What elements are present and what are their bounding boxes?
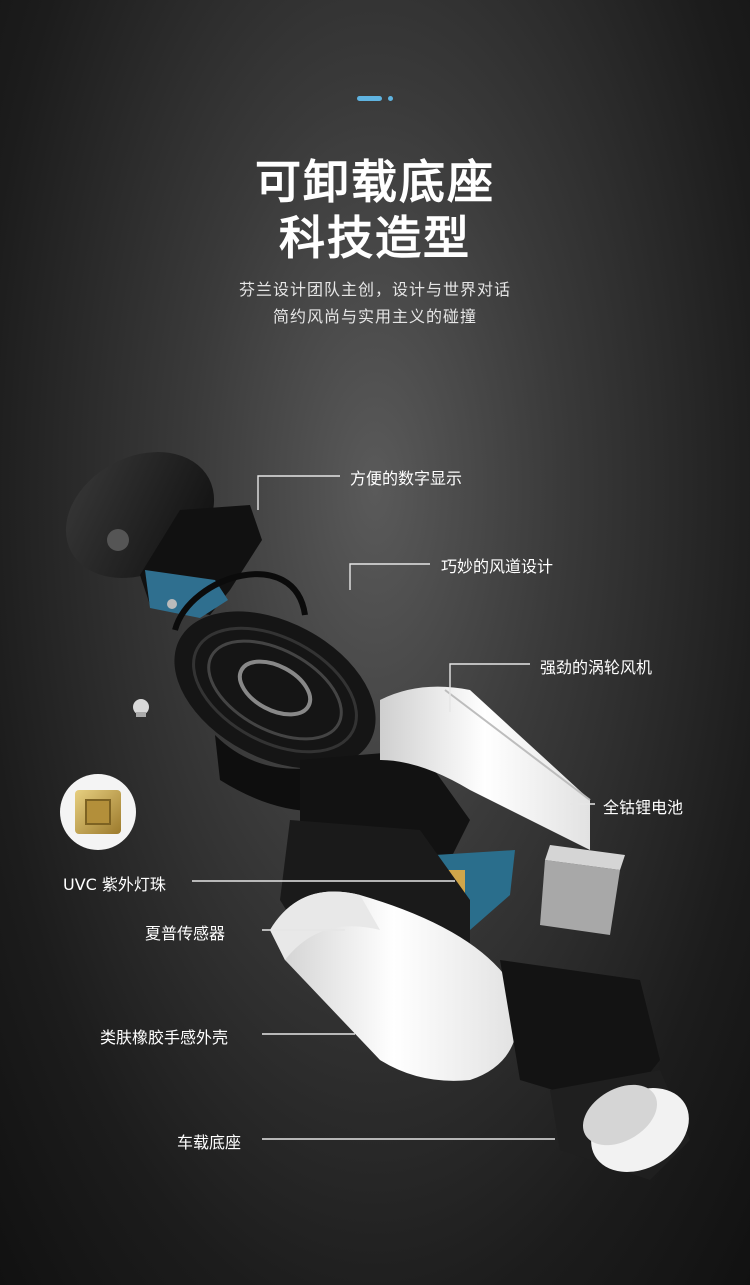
battery-pack bbox=[540, 845, 625, 935]
display-pcb bbox=[140, 505, 262, 618]
leader-lines bbox=[192, 475, 595, 1140]
page-title-line1: 可卸载底座 bbox=[255, 155, 495, 209]
callout-turbo-fan: 强劲的涡轮风机 bbox=[540, 658, 653, 677]
callout-sensor: 夏普传感器 bbox=[145, 924, 226, 943]
callout-base: 车载底座 bbox=[177, 1133, 242, 1152]
leader-display bbox=[257, 475, 340, 510]
decor-dash-line bbox=[357, 96, 382, 101]
page-title-line2: 科技造型 bbox=[279, 211, 471, 265]
leader-air-duct bbox=[349, 563, 430, 590]
leader-turbo-fan bbox=[449, 663, 530, 712]
callout-shell: 类肤橡胶手感外壳 bbox=[100, 1028, 229, 1047]
subtitle-line2: 简约风尚与实用主义的碰撞 bbox=[272, 307, 477, 326]
battery-shell bbox=[380, 686, 591, 850]
screw bbox=[133, 699, 149, 717]
cable bbox=[172, 571, 308, 631]
callout-air-duct: 巧妙的风道设计 bbox=[441, 557, 554, 576]
decor-dash bbox=[357, 96, 393, 101]
callout-uvc-led: UVC 紫外灯珠 bbox=[63, 875, 166, 894]
callout-battery: 全钴锂电池 bbox=[603, 798, 684, 817]
subtitle-line1: 芬兰设计团队主创，设计与世界对话 bbox=[238, 280, 511, 299]
uvc-led-chip bbox=[60, 774, 136, 850]
callout-display: 方便的数字显示 bbox=[350, 469, 463, 488]
base-assembly bbox=[500, 960, 690, 1180]
decor-dash-dot bbox=[388, 96, 393, 101]
outer-shell bbox=[270, 891, 518, 1081]
